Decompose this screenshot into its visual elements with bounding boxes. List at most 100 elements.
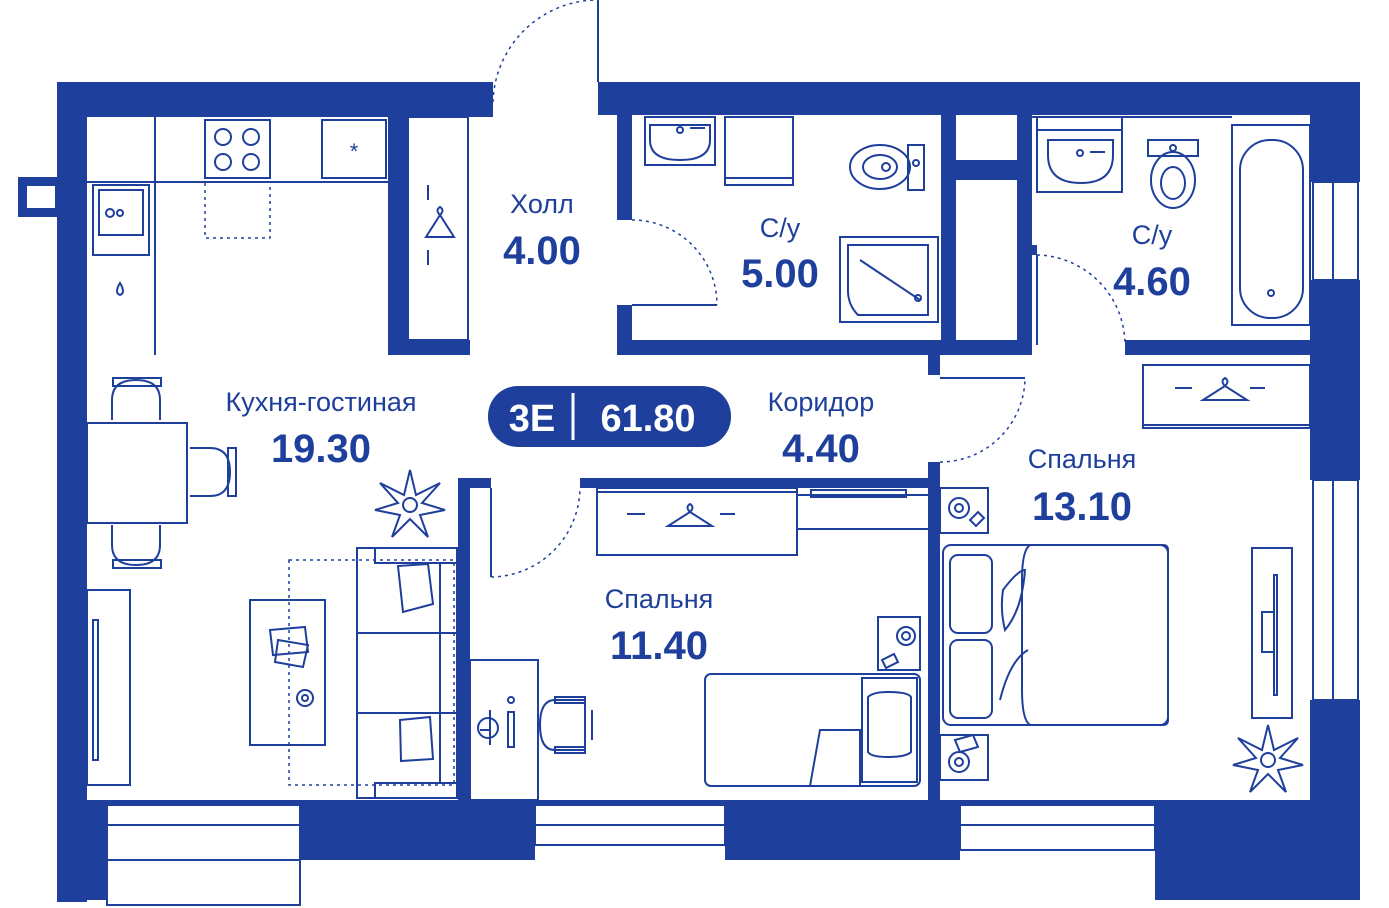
desk <box>469 659 539 801</box>
wall-bed-large-left <box>928 462 940 802</box>
bathroom2-fixtures <box>1032 116 1311 326</box>
svg-text:*: * <box>350 139 359 164</box>
room-area-bedroom-large: 13.10 <box>1032 485 1132 529</box>
remote-icon <box>296 689 314 707</box>
kitchen-furniture: * <box>86 117 458 799</box>
wall-bottom-strip <box>57 800 1360 806</box>
plant-icon-bedroom <box>1232 724 1304 793</box>
tv-icon <box>92 619 99 761</box>
wall-corridor-stub <box>928 355 940 375</box>
wall-bed-small-stub <box>458 478 491 488</box>
wall-hall-bottom <box>388 340 470 355</box>
room-area-kitchen-living: 19.30 <box>271 427 371 471</box>
toilet-2 <box>1147 139 1199 209</box>
wall-hall-left <box>388 117 408 355</box>
wardrobe-hall <box>407 116 469 341</box>
room-name-bathroom1: С/у <box>760 213 801 243</box>
wall-bath2-left <box>1017 115 1032 355</box>
tv-stand <box>86 589 131 786</box>
doors <box>490 0 1126 578</box>
wall-bed-small-top <box>580 478 930 488</box>
wall-bath2-bottom <box>941 340 1031 355</box>
hanger-icon-bedroom-small <box>664 502 716 527</box>
windows <box>106 181 1359 906</box>
wall-top-right <box>598 82 1318 115</box>
wall-right-mid <box>1310 280 1360 480</box>
dining-chair-bottom <box>111 525 161 567</box>
hall-furniture <box>407 116 469 341</box>
window-bedroom-large <box>959 804 1156 851</box>
shelf <box>796 494 931 530</box>
window-kitchen <box>106 804 301 906</box>
plant-icon-kitchen <box>374 469 446 538</box>
room-area-hall: 4.00 <box>503 229 581 273</box>
room-name-hall: Холл <box>510 189 574 219</box>
walls <box>18 82 1360 902</box>
dining-chair-right <box>190 447 232 497</box>
wall-bottom-mid2 <box>725 800 960 860</box>
wall-bottom-mid1 <box>300 800 535 860</box>
wall-bath1-right <box>941 115 956 355</box>
door-bedroom-small-arc <box>490 487 581 578</box>
wall-right-top <box>1310 82 1360 182</box>
wall-bath2-bottom-right <box>1125 340 1315 355</box>
wall-bottom-right <box>1155 800 1360 900</box>
corridor-furniture <box>1142 364 1311 429</box>
cushion-top <box>396 562 435 614</box>
dining-table <box>86 422 188 524</box>
door-bedroom-large-arc <box>939 377 1026 463</box>
shower-cabin <box>839 236 939 323</box>
wall-bath1-left <box>617 115 632 220</box>
badge-background <box>488 386 731 447</box>
room-name-bedroom-small: Спальня <box>605 584 714 614</box>
wall-left <box>57 82 87 902</box>
apartment-type-code: 3E <box>509 398 555 440</box>
wardrobe-corridor-right <box>1142 364 1311 429</box>
bedroom-large-furniture <box>939 487 1304 793</box>
wall-bath1-bottom <box>617 340 941 355</box>
bathtub <box>1231 124 1311 326</box>
wall-bottom-left <box>57 800 107 900</box>
wall-shaft <box>941 160 1021 180</box>
room-area-corridor: 4.40 <box>782 427 860 471</box>
bedroom-small-furniture <box>469 487 931 801</box>
room-area-bathroom2: 4.60 <box>1113 260 1191 304</box>
window-bath2 <box>1312 181 1359 281</box>
wall-top-left <box>57 82 493 117</box>
wall-left-stub-hole <box>27 186 55 208</box>
tv-stand-bedroom <box>1251 547 1293 719</box>
room-labels: Холл 4.00 С/у 5.00 С/у 4.60 Кухня-гостин… <box>225 189 1190 668</box>
washbasin-2 <box>1036 116 1123 193</box>
nightstand-small <box>877 616 921 671</box>
wall-bed-small-left <box>458 478 470 802</box>
kitchen-sink-icon <box>92 184 150 256</box>
water-drop-icon <box>116 281 124 297</box>
dining-chair-top <box>111 378 161 420</box>
toilet-1 <box>849 144 911 190</box>
apartment-total-area: 61.80 <box>600 398 695 440</box>
room-name-kitchen-living: Кухня-гостиная <box>225 387 416 417</box>
window-bedroom-right <box>1312 479 1359 701</box>
washing-machine <box>724 116 794 186</box>
room-name-corridor: Коридор <box>768 387 875 417</box>
double-bed <box>942 544 1169 726</box>
magazine-icon <box>268 625 310 657</box>
door-bath1-arc <box>631 219 718 306</box>
pillow-bottom <box>949 639 993 719</box>
pillow-small <box>867 690 912 759</box>
wall-bath2-stub <box>1017 245 1037 255</box>
bathroom1-fixtures <box>644 116 939 323</box>
room-area-bathroom1: 5.00 <box>741 252 819 296</box>
room-name-bathroom2: С/у <box>1132 220 1173 250</box>
cushion-bottom <box>398 715 435 763</box>
rug <box>288 559 455 786</box>
door-bath2-arc <box>1036 254 1126 346</box>
wardrobe-bedroom-small <box>596 487 798 556</box>
coffee-table <box>249 599 326 746</box>
oven-outline <box>204 181 271 239</box>
pillow-top <box>949 554 993 634</box>
hanger-icon-corridor <box>1199 376 1251 401</box>
hanger-icon-hall <box>424 205 456 238</box>
room-area-bedroom-small: 11.40 <box>610 624 708 668</box>
